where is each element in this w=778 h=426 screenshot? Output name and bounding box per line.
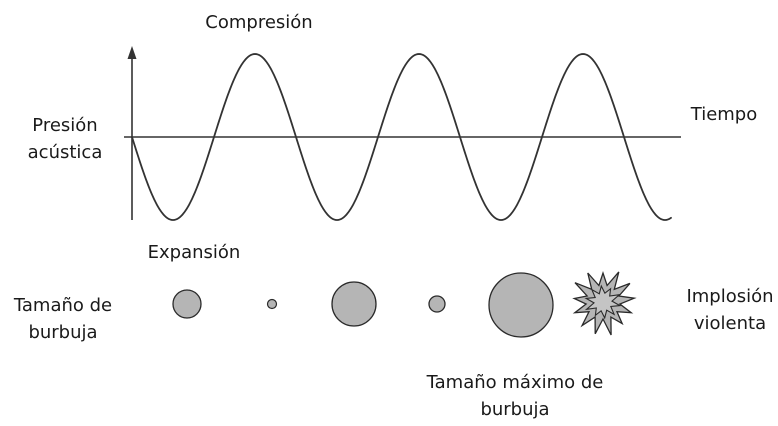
max-bubble-size-label-line-2: burbuja (480, 399, 550, 420)
time-label: Tiempo (690, 104, 758, 125)
implosion-label: Implosión violenta (686, 283, 773, 337)
pressure-label-line-2: acústica (27, 142, 103, 163)
expansion-label: Expansión (147, 242, 241, 263)
bubble-size-label-line-2: burbuja (28, 322, 98, 343)
pressure-wave (131, 53, 672, 221)
pressure-axis-arrow (127, 46, 137, 59)
bubble-size-label-line-1: Tamaño de (13, 295, 113, 316)
bubble-2 (266, 298, 278, 310)
max-bubble-size-label: Tamaño máximo de burbuja (427, 369, 604, 423)
pressure-label-line-1: Presión (32, 115, 98, 136)
implosion-label-line-1: Implosión (686, 286, 774, 307)
bubble-size-label: Tamaño de burbuja (14, 292, 112, 346)
bubble-1 (172, 289, 202, 319)
implosion-burst-core (584, 284, 622, 320)
pressure-label: Presión acústica (28, 112, 103, 166)
bubble-3 (331, 281, 377, 327)
bubble-5 (488, 272, 554, 338)
bubble-4 (428, 295, 446, 313)
compression-label: Compresión (205, 12, 313, 33)
implosion-label-line-2: violenta (693, 313, 767, 334)
max-bubble-size-label-line-1: Tamaño máximo de (426, 372, 604, 393)
